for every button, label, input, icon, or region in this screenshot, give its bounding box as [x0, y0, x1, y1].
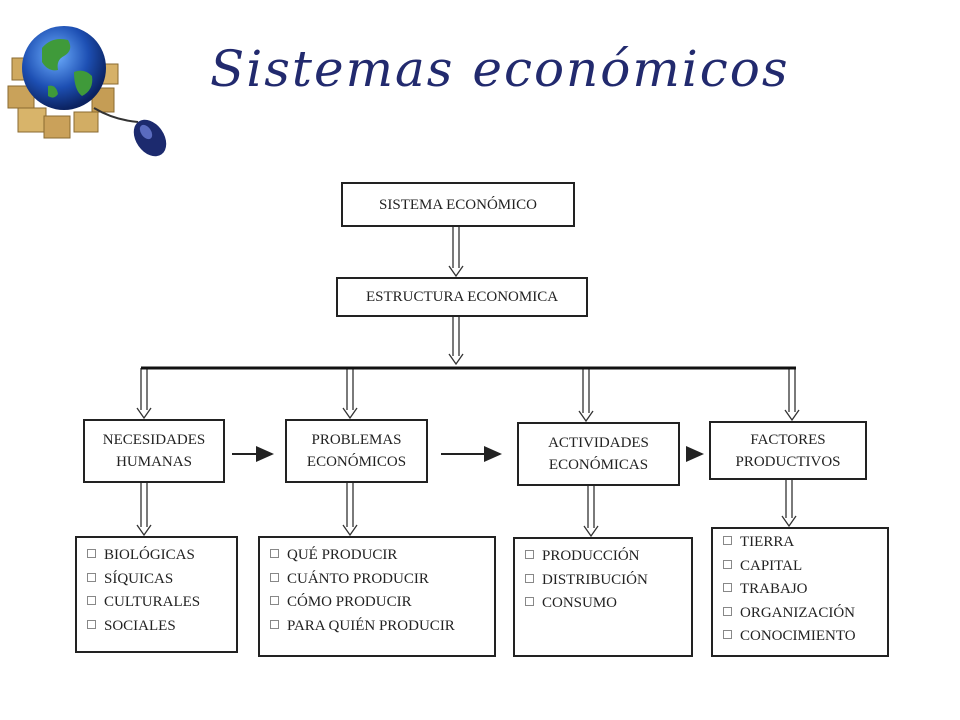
category-line2: HUMANAS: [116, 454, 192, 470]
slide-title: Sistemas económicos: [210, 40, 790, 98]
list-item-label: CONSUMO: [542, 595, 618, 611]
list-item-label: SÍQUICAS: [104, 570, 174, 587]
box-sistema-economico: SISTEMA ECONÓMICO: [341, 182, 575, 227]
checkbox-bullet-icon: [723, 583, 732, 592]
checkbox-bullet-icon: [723, 536, 732, 545]
list-item-label: TIERRA: [740, 534, 795, 550]
list-item: DISTRIBUCIÓN: [525, 569, 683, 593]
checkbox-bullet-icon: [525, 573, 534, 583]
checkbox-bullet-icon: [270, 572, 279, 582]
list-item: SOCIALES: [87, 615, 228, 639]
list-item: SÍQUICAS: [87, 568, 228, 592]
box-estructura-economica-label: ESTRUCTURA ECONOMICA: [365, 289, 559, 305]
checkbox-bullet-icon: [723, 559, 732, 569]
box-actividades-economicas: ACTIVIDADES ECONÓMICAS: [517, 422, 680, 486]
category-line1: ACTIVIDADES: [548, 435, 649, 451]
category-line1: NECESIDADES: [102, 432, 206, 448]
checkbox-bullet-icon: [87, 619, 96, 629]
list-item: CONOCIMIENTO: [723, 625, 879, 649]
list-item-label: TRABAJO: [740, 581, 808, 597]
list-item: CAPITAL: [723, 555, 879, 579]
checkbox-bullet-icon: [270, 549, 279, 558]
checkbox-bullet-icon: [87, 549, 96, 558]
box-problemas-economicos: PROBLEMAS ECONÓMICOS: [285, 419, 428, 483]
list-item: ORGANIZACIÓN: [723, 602, 879, 626]
list-item-label: BIOLÓGICAS: [104, 547, 195, 563]
list-item: CONSUMO: [525, 592, 683, 616]
connector-bar-cat3: [578, 368, 594, 423]
checkbox-bullet-icon: [87, 596, 96, 605]
connector-cat4-list: [781, 480, 797, 528]
box-necesidades-humanas: NECESIDADES HUMANAS: [83, 419, 225, 483]
connector-root-structure: [448, 227, 464, 278]
list-item: CÓMO PRODUCIR: [270, 591, 486, 615]
list-item-label: CONOCIMIENTO: [740, 628, 856, 644]
category-line2: ECONÓMICAS: [548, 457, 649, 473]
globe-mouse-icon: [7, 26, 167, 157]
list-item-label: DISTRIBUCIÓN: [542, 571, 648, 588]
list-item-label: CÓMO PRODUCIR: [287, 594, 412, 610]
list-item-label: SOCIALES: [104, 617, 176, 634]
list-item: CUÁNTO PRODUCIR: [270, 568, 486, 592]
connector-cat1-list: [136, 483, 152, 537]
category-line1: PROBLEMAS: [311, 432, 402, 448]
list-necesidades: BIOLÓGICAS SÍQUICAS CULTURALES SOCIALES: [75, 536, 238, 653]
list-item-label: PRODUCCIÓN: [542, 548, 640, 564]
category-line2: ECONÓMICOS: [306, 454, 407, 470]
category-line2: PRODUCTIVOS: [735, 453, 841, 470]
list-item-label: ORGANIZACIÓN: [740, 604, 855, 621]
checkbox-bullet-icon: [723, 630, 732, 639]
list-item-label: QUÉ PRODUCIR: [287, 547, 398, 563]
list-item-label: CUÁNTO PRODUCIR: [287, 570, 429, 587]
box-sistema-economico-label: SISTEMA ECONÓMICO: [379, 196, 537, 213]
connector-cat2-list: [342, 483, 358, 537]
checkbox-bullet-icon: [270, 596, 279, 605]
connector-bar-cat4: [784, 368, 800, 422]
checkbox-bullet-icon: [525, 597, 534, 606]
connector-structure-bar: [448, 316, 464, 366]
box-factores-productivos: FACTORES PRODUCTIVOS: [709, 421, 867, 480]
list-item-label: PARA QUIÉN PRODUCIR: [287, 617, 455, 634]
connector-bar-cat1: [136, 368, 152, 420]
box-estructura-economica: ESTRUCTURA ECONOMICA: [336, 277, 588, 317]
list-item: TRABAJO: [723, 578, 879, 602]
list-item: PRODUCCIÓN: [525, 545, 683, 569]
checkbox-bullet-icon: [270, 619, 279, 629]
list-item-label: CULTURALES: [104, 594, 201, 610]
list-factores: TIERRA CAPITAL TRABAJO ORGANIZACIÓN CONO…: [711, 527, 889, 657]
list-item-label: CAPITAL: [740, 557, 803, 574]
list-item: BIOLÓGICAS: [87, 544, 228, 568]
connector-bar-cat2: [342, 368, 358, 420]
list-item: CULTURALES: [87, 591, 228, 615]
list-item: QUÉ PRODUCIR: [270, 544, 486, 568]
list-problemas: QUÉ PRODUCIR CUÁNTO PRODUCIR CÓMO PRODUC…: [258, 536, 496, 657]
list-item: PARA QUIÉN PRODUCIR: [270, 615, 486, 639]
list-item: TIERRA: [723, 531, 879, 555]
category-line1: FACTORES: [750, 431, 826, 448]
checkbox-bullet-icon: [723, 606, 732, 616]
list-actividades: PRODUCCIÓN DISTRIBUCIÓN CONSUMO: [513, 537, 693, 657]
connector-cat3-list: [583, 486, 599, 538]
checkbox-bullet-icon: [87, 572, 96, 582]
checkbox-bullet-icon: [525, 550, 534, 559]
